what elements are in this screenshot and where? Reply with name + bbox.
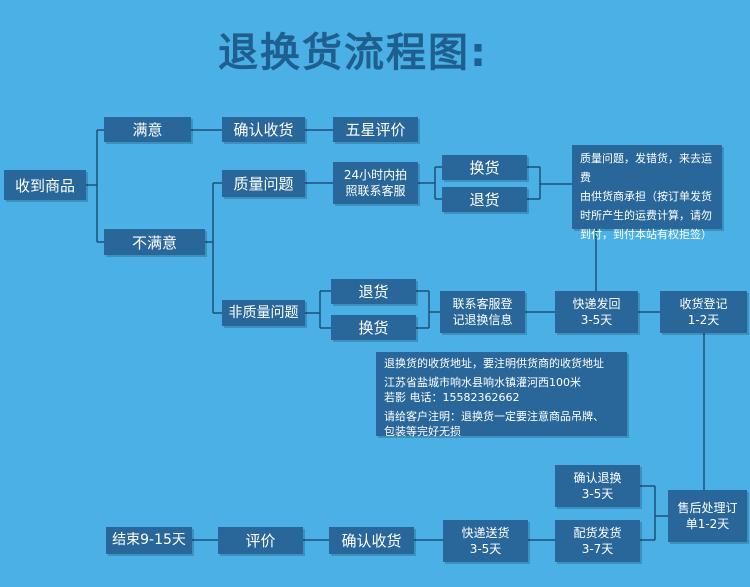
node-unsatisfied: 不满意 <box>104 229 205 255</box>
node-exchange-top: 换货 <box>442 155 527 180</box>
node-return-top: 退货 <box>442 187 527 212</box>
node-five-star: 五星评价 <box>333 117 418 142</box>
node-satisfied: 满意 <box>104 117 191 142</box>
note-quality: 质量问题，发错货，来去运费 由供货商承担（按订单发货 时所产生的运费计算，请勿 … <box>572 145 722 241</box>
node-express-delivery: 快递送货 3-5天 <box>443 520 528 562</box>
page-title: 退换货流程图: <box>218 30 488 76</box>
node-dispatch: 配货发货 3-7天 <box>555 520 640 562</box>
node-confirm-exchange: 确认退换 3-5天 <box>555 465 640 507</box>
note-address-line5: 包装等完好无损 <box>384 425 461 438</box>
node-ship-back: 快递发回 3-5天 <box>555 291 638 333</box>
node-return-mid: 退货 <box>331 279 416 304</box>
note-address-line2: 江苏省盐城市响水县响水镇灌河西100米 <box>384 376 581 389</box>
node-photo-24h: 24小时内拍 照联系客服 <box>333 162 418 204</box>
node-receipt-register: 收货登记 1-2天 <box>660 291 747 333</box>
node-contact-cs: 联系客服登 记退换信息 <box>440 291 525 333</box>
node-confirm-receipt-top: 确认收货 <box>222 117 305 142</box>
node-end: 结束9-15天 <box>106 527 192 554</box>
node-receive: 收到商品 <box>4 170 86 200</box>
node-quality-issue: 质量问题 <box>222 170 305 197</box>
note-address: 退换货的收货地址，要注明供货商的收货地址 江苏省盐城市响水县响水镇灌河西100米… <box>376 352 627 438</box>
node-confirm-receipt-bottom: 确认收货 <box>329 527 414 554</box>
note-address-line3: 若影 电话：15582362662 <box>384 391 520 404</box>
node-review: 评价 <box>218 527 303 554</box>
note-address-line1: 退换货的收货地址，要注明供货商的收货地址 <box>384 357 604 370</box>
node-exchange-mid: 换货 <box>331 315 416 340</box>
note-address-line4: 请给客户注明：退换货一定要注意商品吊牌、 <box>384 410 604 423</box>
node-after-sales: 售后处理订 单1-2天 <box>668 490 747 542</box>
node-non-quality: 非质量问题 <box>222 300 305 326</box>
